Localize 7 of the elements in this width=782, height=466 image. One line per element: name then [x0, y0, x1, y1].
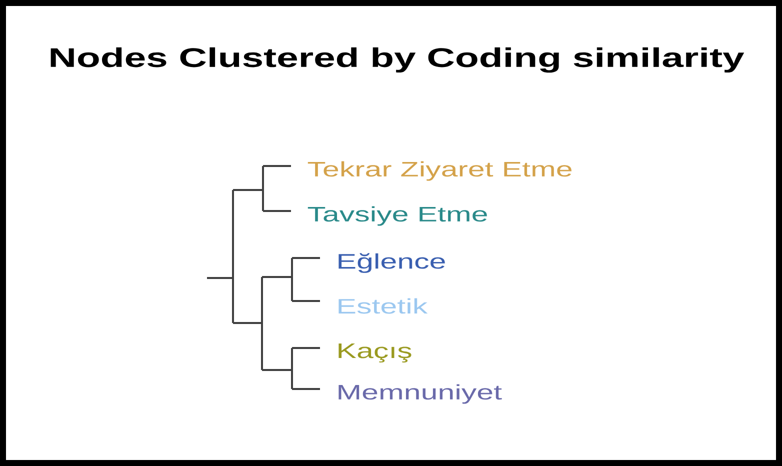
leaf-label: Kaçış [338, 344, 412, 362]
leaf-label: Estetik [338, 298, 428, 314]
leaf-label: Tekrar Ziyaret Etme [308, 161, 572, 181]
leaf-label: Eğlence [338, 253, 445, 273]
leaf-label: Memnuniyet [338, 384, 502, 404]
title: Nodes Clustered by Coding similarity [50, 47, 744, 73]
leaf-label: Tavsiye Etme [308, 206, 487, 226]
